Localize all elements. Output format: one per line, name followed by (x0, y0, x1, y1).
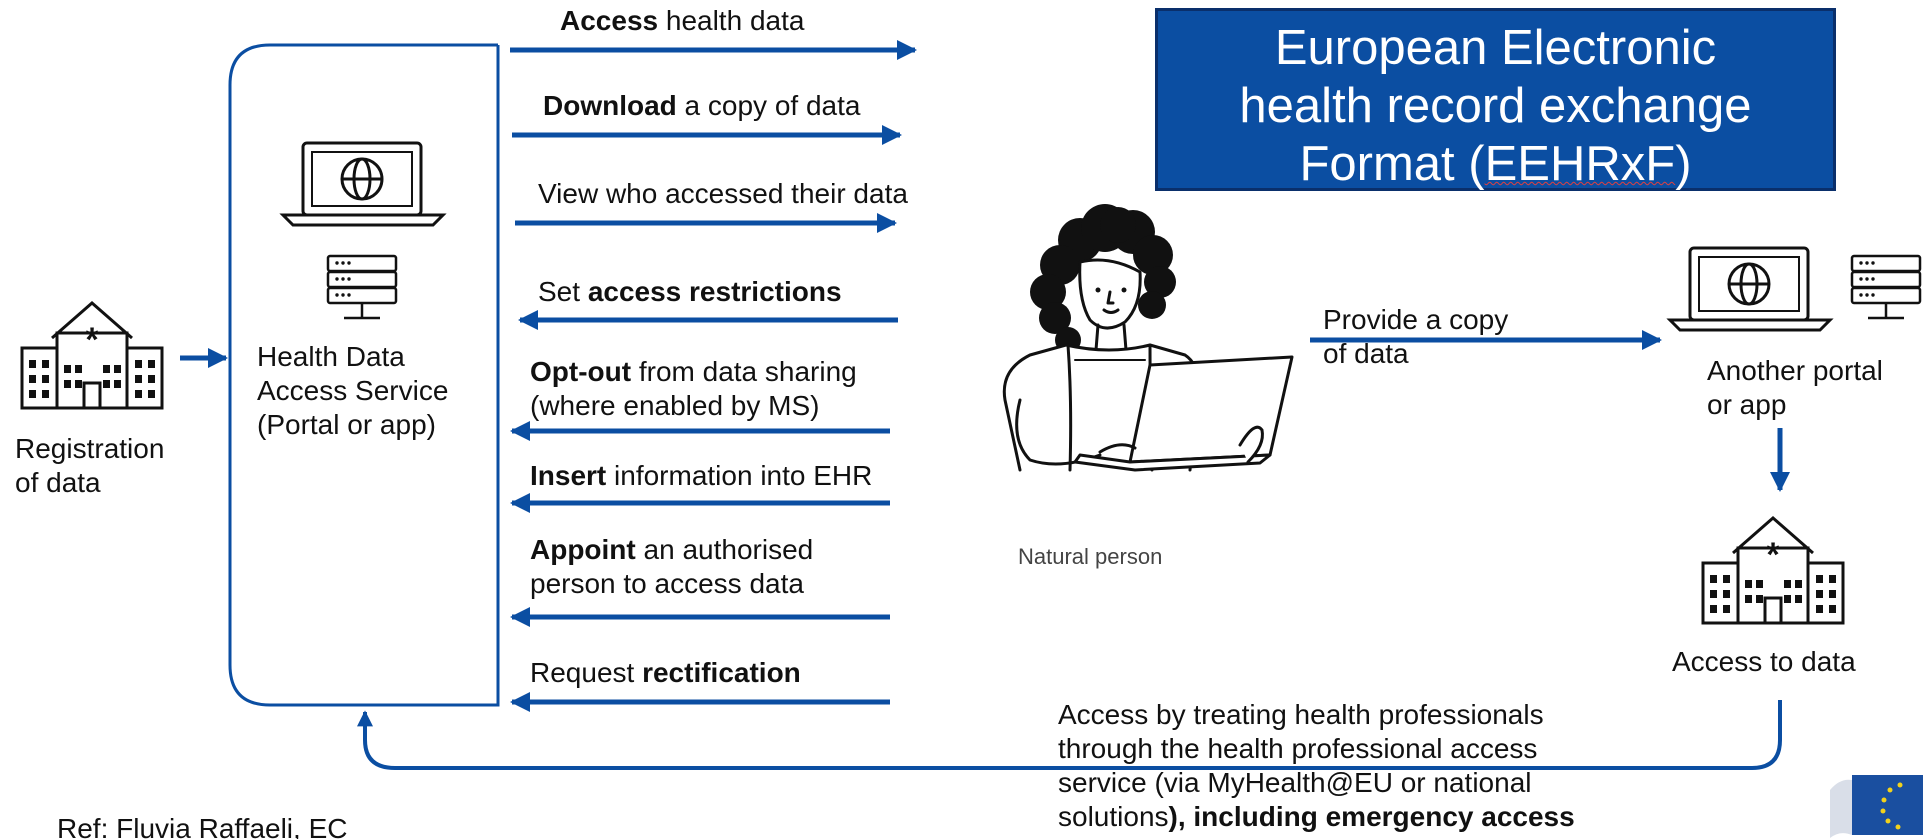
professionals-label: Access by treating health professionals … (1058, 699, 1575, 832)
person-laptop-icon (1002, 204, 1294, 472)
title-box: European Electronic health record exchan… (1155, 8, 1836, 191)
action-rectification: Request rectification (530, 657, 801, 688)
access-to-data-label: Access to data (1672, 646, 1856, 677)
service-box-outline (228, 43, 500, 707)
laptop-globe-icon (1666, 246, 1834, 332)
registration-label: Registration of data (15, 433, 165, 498)
service-label: Health Data Access Service (Portal or ap… (257, 341, 449, 440)
hospital-icon: * (1701, 516, 1845, 625)
svg-text:*: * (85, 321, 99, 359)
person-label: Natural person (1018, 544, 1163, 569)
action-insert: Insert information into EHR (530, 460, 873, 491)
title-line-1: European Electronic (1274, 21, 1717, 75)
action-optout: Opt-out from data sharing(where enabled … (530, 356, 857, 421)
action-restrictions: Set access restrictions (538, 276, 842, 307)
reference-text: Ref: Fluvia Raffaeli, EC (57, 813, 348, 839)
title-abbrev: EEHRxF (1484, 137, 1676, 191)
laptop-globe-icon (279, 141, 447, 227)
provide-label: Provide a copy of data (1323, 304, 1509, 369)
server-icon (326, 254, 398, 320)
action-access: Access health data (560, 5, 805, 36)
hospital-icon: * (20, 301, 164, 410)
server-icon (1850, 254, 1922, 320)
action-view: View who accessed their data (538, 178, 908, 209)
another-portal-label: Another portal or app (1707, 355, 1883, 420)
title-line-3: Format (EEHRxF) (1299, 137, 1692, 191)
svg-text:*: * (1766, 536, 1780, 574)
action-arrows (180, 40, 1790, 770)
action-download: Download a copy of data (543, 90, 861, 121)
title-line-2: health record exchange (1239, 79, 1752, 133)
eu-flag-icon (1830, 775, 1923, 838)
arrow-professionals (357, 700, 1782, 770)
